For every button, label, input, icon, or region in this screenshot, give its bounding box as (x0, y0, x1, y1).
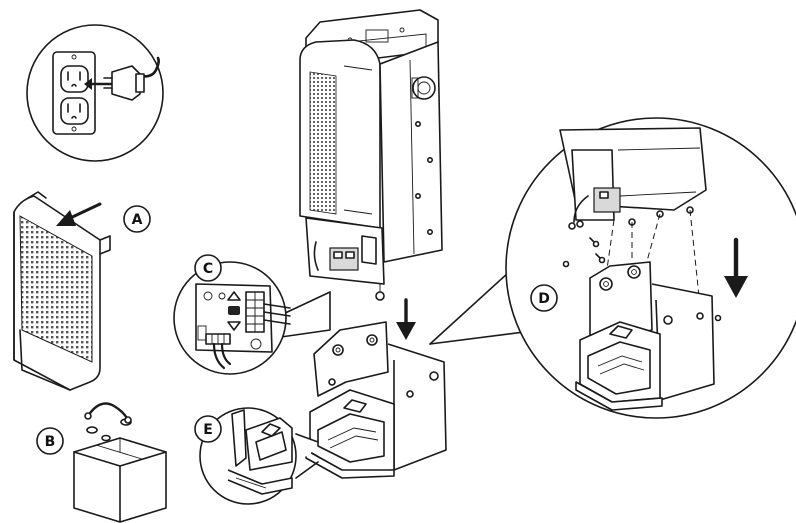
svg-text:A: A (132, 212, 143, 228)
callout-c: C (194, 254, 222, 282)
lower-unit-arrow (396, 298, 416, 340)
callout-b: B (36, 427, 64, 455)
control-board-inset (173, 261, 331, 375)
svg-text:E: E (203, 422, 213, 438)
callout-a: A (123, 205, 151, 233)
base-bracket (305, 321, 447, 479)
mounting-detail-inset (429, 117, 796, 419)
remove-cover-arrow (56, 202, 102, 226)
svg-text:C: C (203, 261, 213, 277)
batteries-part (73, 402, 167, 523)
front-cover-part (13, 191, 111, 391)
outlet-unplug-inset (26, 24, 164, 162)
callout-d: D (530, 284, 558, 312)
svg-text:B: B (45, 434, 56, 450)
callout-e: E (194, 415, 222, 443)
main-unit (299, 9, 443, 301)
tray-detail-inset (199, 407, 319, 505)
svg-text:D: D (538, 291, 550, 307)
